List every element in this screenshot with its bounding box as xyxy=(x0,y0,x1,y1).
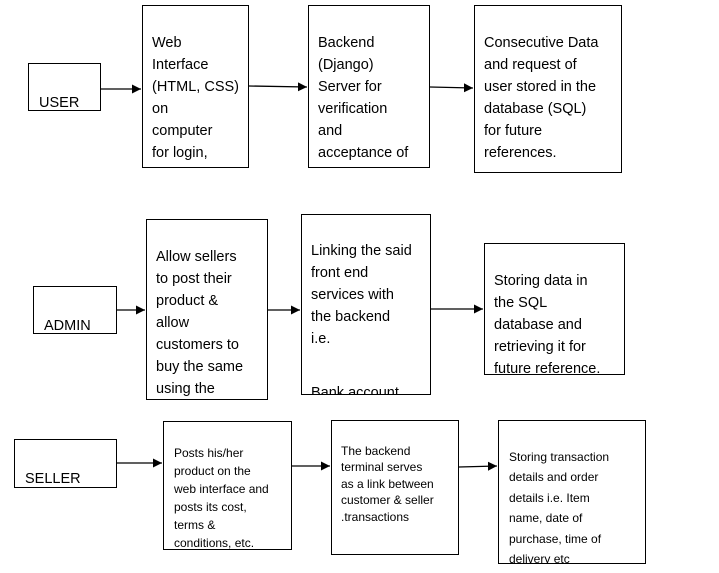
admin-linking-backend-text: Linking the said front end services with… xyxy=(311,243,412,347)
seller-backend-terminal-text: The backend terminal serves as a link be… xyxy=(341,443,434,524)
user-backend-server-box: Backend (Django) Server for verification… xyxy=(308,5,430,168)
arrow-web-interface-to-backend xyxy=(248,82,308,92)
seller-storing-transaction-text: Storing transaction details and order de… xyxy=(509,449,610,564)
seller-spellcheck-word: etc xyxy=(553,552,570,564)
admin-linking-backend-content: Linking the said front end services with… xyxy=(311,218,421,394)
admin-storing-data-text: Storing data in the SQL database and ret… xyxy=(494,273,601,375)
user-database-storage-box: Consecutive Data and request of user sto… xyxy=(474,5,622,173)
arrow-backend-terminal-to-storing-transaction xyxy=(458,461,498,471)
user-backend-server-text: Backend (Django) Server for verification… xyxy=(318,35,409,161)
admin-allow-sellers-text: Allow sellers to post their product & al… xyxy=(156,249,244,397)
user-actor-label: USER xyxy=(39,95,80,111)
seller-actor-box: SELLER xyxy=(14,439,117,488)
admin-linking-backend-box: Linking the said front end services with… xyxy=(301,214,431,395)
admin-actor-label: ADMIN xyxy=(44,318,91,334)
arrow-backend-to-database xyxy=(429,83,474,93)
seller-posts-product-text: Posts his/her product on the web interfa… xyxy=(174,446,269,550)
seller-posts-product-box: Posts his/her product on the web interfa… xyxy=(163,421,292,550)
admin-allow-sellers-box: Allow sellers to post their product & al… xyxy=(146,219,268,400)
user-database-storage-text: Consecutive Data and request of user sto… xyxy=(484,35,599,161)
user-web-interface-box: Web Interface (HTML, CSS) on computer fo… xyxy=(142,5,249,168)
seller-actor-label: SELLER xyxy=(25,471,81,487)
admin-bank-account-text: Bank account of seller, xyxy=(311,385,399,394)
seller-storing-transaction-box: Storing transaction details and order de… xyxy=(498,420,646,564)
admin-actor-box: ADMIN xyxy=(33,286,117,334)
user-actor-box: USER xyxy=(28,63,101,111)
seller-backend-terminal-box: The backend terminal serves as a link be… xyxy=(331,420,459,555)
admin-storing-data-box: Storing data in the SQL database and ret… xyxy=(484,243,625,375)
user-web-interface-text: Web Interface (HTML, CSS) on computer fo… xyxy=(152,35,239,161)
